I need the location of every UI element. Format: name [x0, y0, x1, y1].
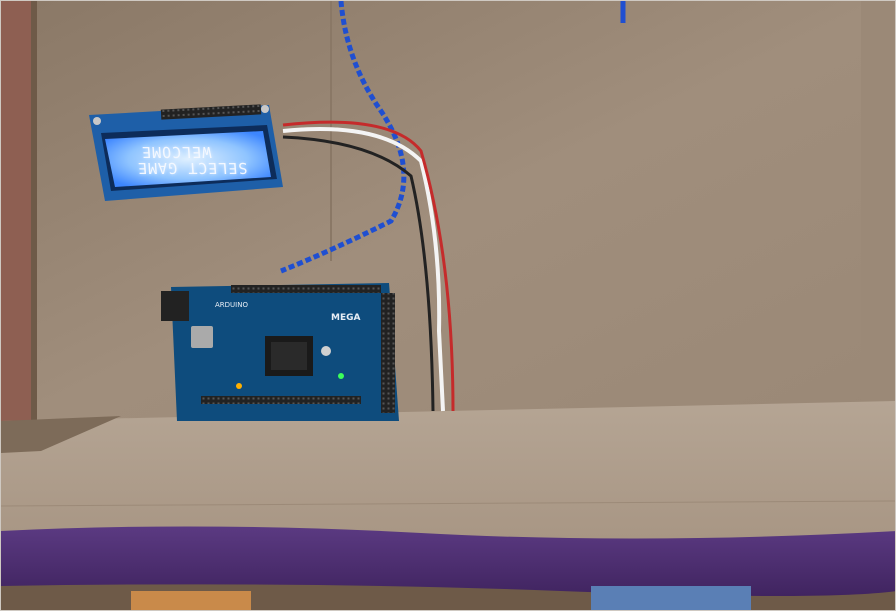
lcd-line-1: WELCOME: [140, 143, 212, 161]
board-brand-text: ARDUINO: [215, 301, 248, 309]
felt-strip: [1, 526, 895, 610]
lcd-module: [89, 104, 283, 201]
lcd-line-2: SELECT GAME: [136, 159, 249, 177]
cardboard-wall: [1, 1, 895, 441]
arduino-mega-board: [161, 283, 399, 421]
board-logo-text: MEGA: [331, 313, 361, 323]
cardboard-floor: [1, 401, 895, 541]
